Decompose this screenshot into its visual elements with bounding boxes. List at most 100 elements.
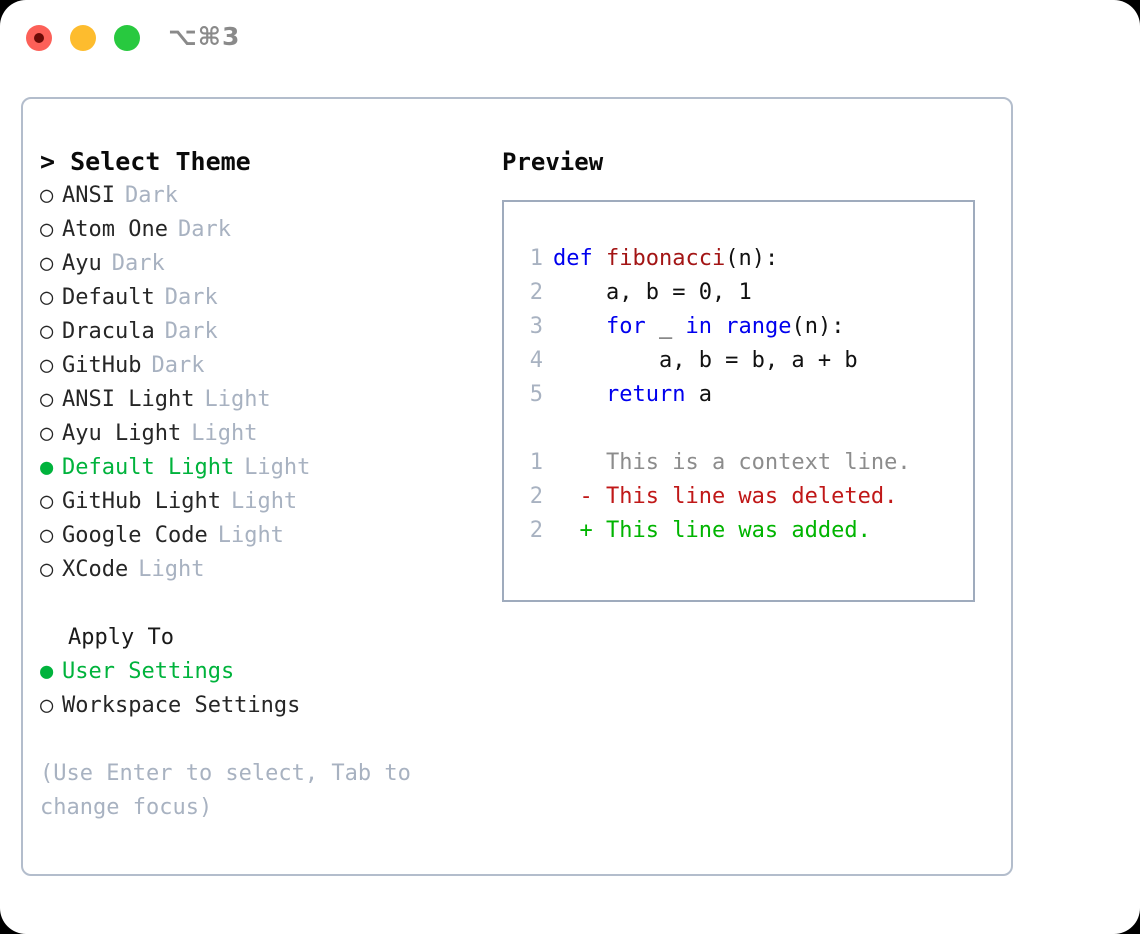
radio-unselected-icon: ○ — [40, 319, 54, 344]
code-token: (n): — [725, 246, 779, 271]
theme-name: ANSI Light — [62, 387, 195, 412]
theme-option-github-light[interactable]: ○ GitHub Light Light — [40, 485, 480, 519]
apply-to-option-workspace-settings[interactable]: ○Workspace Settings — [40, 689, 480, 723]
line-number: 4 — [529, 348, 543, 373]
theme-name: Ayu Light — [62, 421, 182, 446]
theme-option-default-light[interactable]: ● Default Light Light — [40, 451, 480, 485]
diff-text: This is a context line. — [605, 450, 911, 475]
theme-category: Dark — [124, 183, 178, 208]
theme-option-google-code[interactable]: ○ Google Code Light — [40, 519, 480, 553]
theme-name: Default Light — [62, 455, 235, 480]
theme-option-xcode[interactable]: ○ XCode Light — [40, 553, 480, 587]
apply-to-list: ● User Settings ○Workspace Settings — [40, 655, 480, 723]
code-token: return — [605, 382, 686, 407]
theme-name: Default — [62, 285, 155, 310]
line-number: 2 — [529, 484, 543, 509]
theme-name: XCode — [62, 557, 129, 582]
code-token: _ — [645, 314, 686, 339]
theme-category: Dark — [111, 251, 165, 276]
title-bar: ⌥⌘3 — [0, 0, 1140, 78]
radio-unselected-icon: ○ — [40, 285, 54, 310]
radio-selected-icon: ● — [40, 455, 54, 480]
theme-name: ANSI — [62, 183, 115, 208]
code-blank-line — [517, 412, 911, 446]
theme-name: Ayu — [62, 251, 102, 276]
minimize-button[interactable] — [70, 25, 96, 51]
diff-text: This line was added. — [605, 518, 871, 543]
code-token — [712, 310, 725, 344]
code-line: 2 a, b = 0, 1 — [517, 276, 911, 310]
code-token: a, b = — [553, 280, 699, 305]
code-token: in — [685, 314, 712, 339]
apply-to-label: Workspace Settings — [62, 693, 301, 718]
code-line: 5 return a — [517, 378, 911, 412]
theme-name: GitHub Light — [62, 489, 221, 514]
code-token — [553, 310, 606, 344]
radio-unselected-icon: ○ — [40, 217, 54, 242]
theme-category: Dark — [177, 217, 231, 242]
theme-name: Google Code — [62, 523, 208, 548]
keyboard-shortcut-label: ⌥⌘3 — [168, 22, 241, 51]
apply-to-option-user-settings[interactable]: ● User Settings — [40, 655, 480, 689]
radio-unselected-icon: ○ — [40, 183, 54, 208]
code-token: def — [553, 246, 606, 271]
code-token: a, b = b, a + b — [553, 348, 858, 373]
line-number: 1 — [529, 450, 543, 475]
keyboard-hint: (Use Enter to select, Tab to change focu… — [40, 761, 411, 820]
line-number: 2 — [529, 280, 543, 305]
theme-option-ansi-light[interactable]: ○ ANSI Light Light — [40, 383, 480, 417]
code-token — [553, 378, 606, 412]
code-token: 0 — [698, 280, 712, 305]
close-button[interactable] — [26, 25, 52, 51]
diff-line-ctx: 1 This is a context line. — [517, 446, 911, 480]
theme-category: Light — [244, 455, 311, 480]
maximize-button[interactable] — [114, 25, 140, 51]
diff-line-add: 2 + This line was added. — [517, 514, 911, 548]
theme-category: Light — [230, 489, 298, 514]
radio-unselected-icon: ○ — [40, 557, 54, 582]
theme-category: Light — [191, 421, 258, 446]
code-token: a — [685, 382, 712, 407]
theme-option-ansi[interactable]: ○ ANSI Dark — [40, 179, 480, 213]
code-line: 4 a, b = b, a + b — [517, 344, 911, 378]
theme-name: GitHub — [62, 353, 142, 378]
diff-text: This line was deleted. — [605, 484, 898, 509]
apply-to-label: User Settings — [62, 659, 235, 684]
line-number: 3 — [529, 314, 543, 339]
theme-category: Dark — [164, 285, 218, 310]
radio-unselected-icon: ○ — [40, 523, 54, 548]
radio-unselected-icon: ○ — [40, 353, 54, 378]
theme-category: Light — [204, 387, 271, 412]
apply-to-header: Apply To — [68, 625, 174, 650]
radio-unselected-icon: ○ — [40, 387, 54, 412]
theme-category: Light — [138, 557, 205, 582]
traffic-lights — [26, 25, 140, 51]
theme-option-github[interactable]: ○ GitHub Dark — [40, 349, 480, 383]
radio-unselected-icon: ○ — [40, 251, 54, 276]
preview-title: Preview — [502, 148, 604, 176]
select-theme-header: > Select Theme — [40, 147, 251, 176]
list-spacer — [40, 587, 480, 621]
theme-category: Light — [217, 523, 284, 548]
theme-option-ayu-light[interactable]: ○ Ayu Light Light — [40, 417, 480, 451]
code-token: for — [605, 314, 646, 339]
theme-category: Dark — [151, 353, 205, 378]
radio-selected-icon: ● — [40, 659, 54, 684]
diff-marker: + — [553, 518, 606, 543]
radio-unselected-icon: ○ — [40, 489, 54, 514]
theme-option-ayu[interactable]: ○ Ayu Dark — [40, 247, 480, 281]
theme-name: Dracula — [62, 319, 155, 344]
code-line: 3 for _ in range(n): — [517, 310, 911, 344]
diff-line-del: 2 - This line was deleted. — [517, 480, 911, 514]
theme-option-default[interactable]: ○ Default Dark — [40, 281, 480, 315]
code-token: 1 — [738, 280, 752, 305]
radio-unselected-icon: ○ — [40, 421, 54, 446]
